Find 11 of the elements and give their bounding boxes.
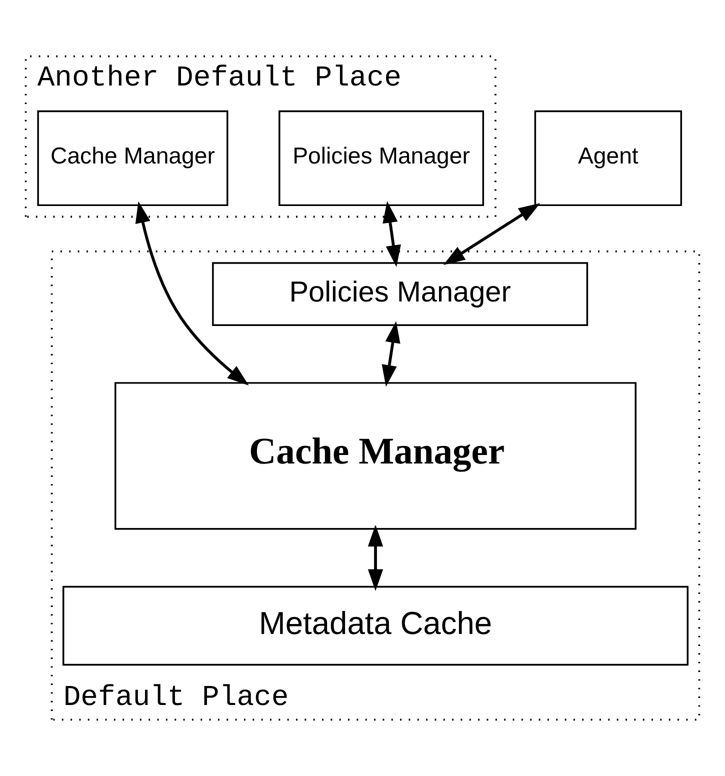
- node-box: Cache Manager: [37, 110, 228, 206]
- arrow: [368, 524, 384, 591]
- node-box: Policies Manager: [278, 110, 484, 206]
- arrow: [382, 201, 401, 267]
- arrow: [443, 203, 540, 265]
- node-box: Cache Manager: [114, 382, 636, 530]
- node-box: Policies Manager: [212, 262, 588, 326]
- arrow: [135, 201, 249, 386]
- node-box: Agent: [534, 110, 682, 206]
- node-box: Metadata Cache: [62, 586, 689, 666]
- arrow: [382, 321, 400, 387]
